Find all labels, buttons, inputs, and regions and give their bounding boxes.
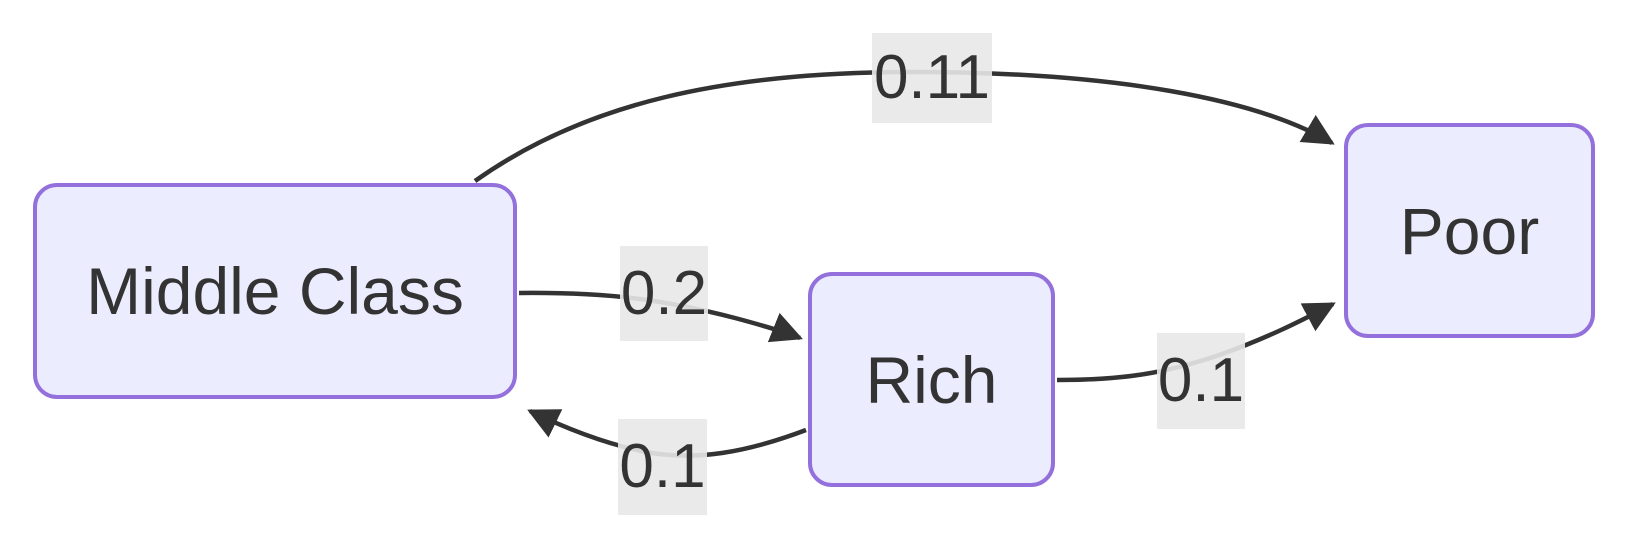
node-poor: Poor [1344,123,1595,338]
node-middle-class-label: Middle Class [86,254,464,328]
edge-label-rich-to-middle-class: 0.1 [618,419,707,515]
edge-label-middle-class-to-rich: 0.2 [620,246,708,341]
node-rich-label: Rich [865,342,998,417]
node-poor-label: Poor [1399,193,1540,268]
edge-label-rich-to-poor: 0.1 [1157,333,1245,429]
node-middle-class: Middle Class [33,183,517,399]
edge-label-middle-class-to-poor: 0.11 [872,33,992,123]
node-rich: Rich [808,272,1055,487]
